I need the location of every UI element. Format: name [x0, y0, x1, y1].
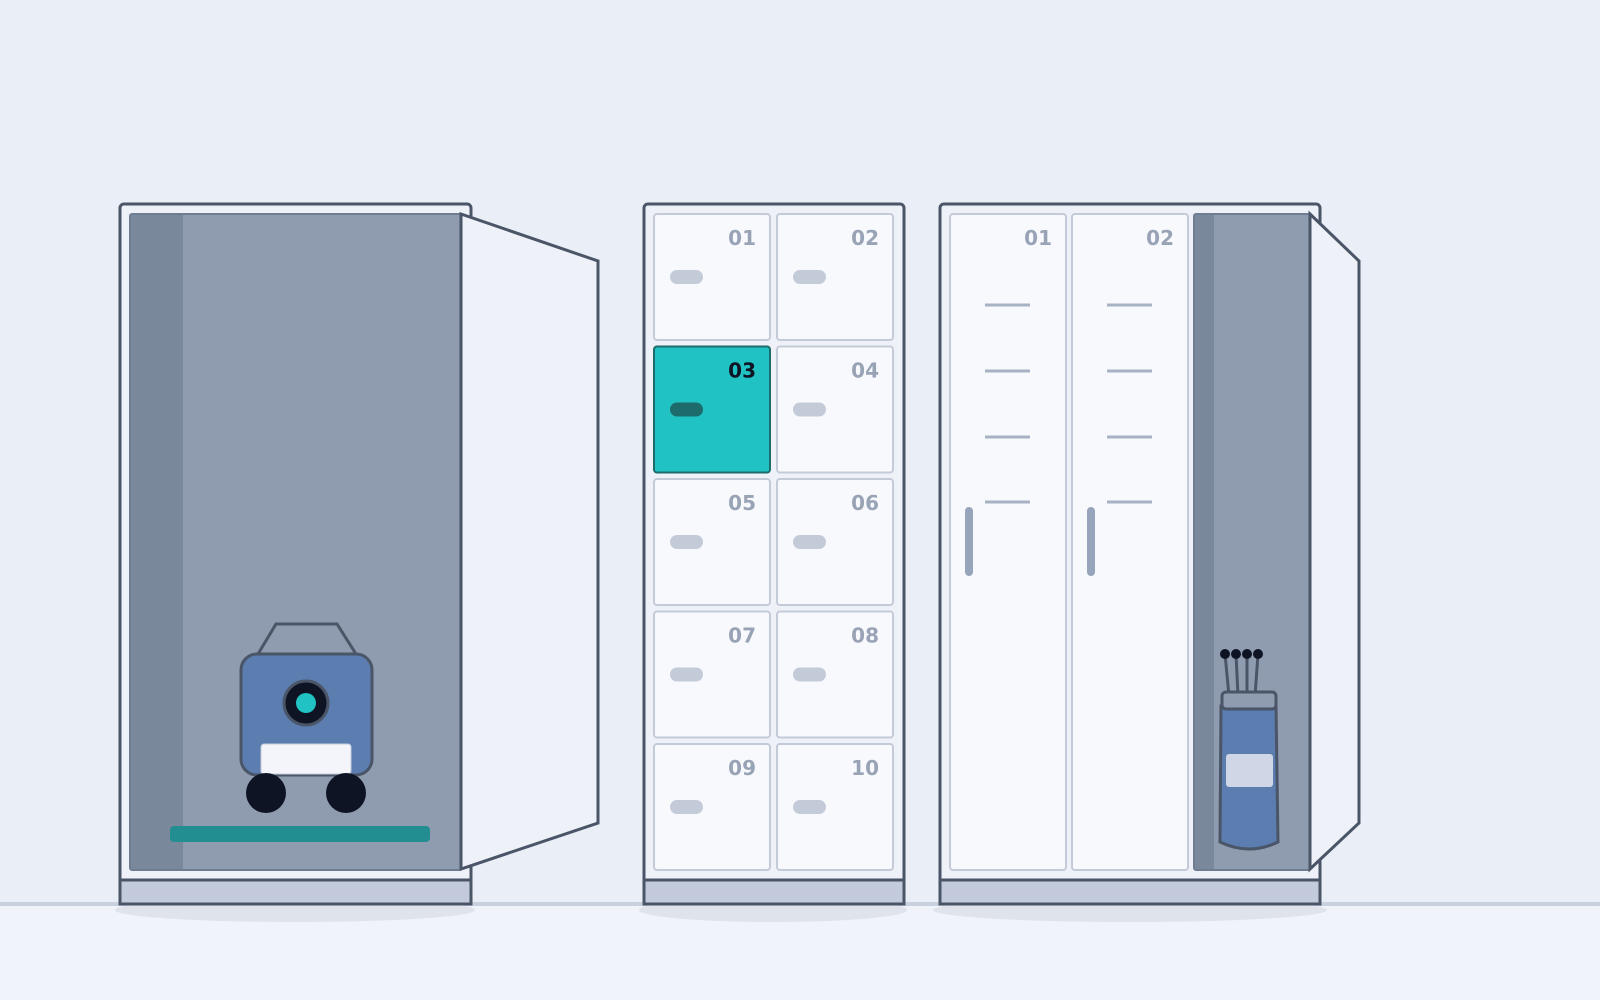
compartment-number: 05 — [728, 491, 756, 515]
compartment-door[interactable] — [653, 213, 771, 341]
storage-door-01[interactable]: 01 — [949, 213, 1067, 871]
compartment-handle[interactable] — [670, 535, 703, 549]
compartment-handle[interactable] — [793, 402, 826, 417]
compartment-number: 06 — [851, 491, 879, 515]
compartment-handle[interactable] — [670, 402, 703, 417]
compartment-04[interactable]: 04 — [776, 345, 894, 474]
cabinet-base — [642, 878, 906, 906]
robot-vacuum-icon — [239, 622, 374, 813]
compartment-handle[interactable] — [670, 800, 703, 814]
compartment-door[interactable] — [776, 478, 894, 606]
door-handle[interactable] — [965, 507, 973, 576]
compartment-door[interactable] — [776, 213, 894, 341]
compartment-02[interactable]: 02 — [776, 213, 894, 341]
compartment-07[interactable]: 07 — [653, 610, 771, 739]
compartment-number: 03 — [728, 359, 756, 383]
compartment-10[interactable]: 10 — [776, 743, 894, 871]
cabinet-base — [118, 878, 473, 906]
compartment-03-selected[interactable]: 03 — [653, 345, 771, 474]
compartment-09[interactable]: 09 — [653, 743, 771, 871]
compartment-door[interactable] — [653, 478, 771, 606]
compartment-number: 08 — [851, 624, 879, 648]
cabinet-base — [938, 878, 1322, 906]
compartment-06[interactable]: 06 — [776, 478, 894, 606]
charging-pad — [170, 826, 430, 842]
compartment-number: 02 — [851, 226, 879, 250]
compartment-08[interactable]: 08 — [776, 610, 894, 739]
compartment-number: 10 — [851, 756, 879, 780]
compartment-05[interactable]: 05 — [653, 478, 771, 606]
compartment-01[interactable]: 01 — [653, 213, 771, 341]
compartment-handle[interactable] — [793, 800, 826, 814]
interior-side-wall — [1195, 215, 1214, 869]
open-door[interactable] — [459, 211, 600, 872]
parcel-locker: 01 02 03 04 05 06 07 08 09 10 — [642, 202, 906, 906]
compartment-door[interactable] — [776, 610, 894, 739]
compartment-door[interactable] — [653, 610, 771, 739]
compartment-handle[interactable] — [670, 270, 703, 284]
open-door[interactable] — [1308, 210, 1361, 873]
storage-door-02[interactable]: 02 — [1071, 213, 1189, 871]
door-number: 02 — [1146, 226, 1174, 250]
compartment-door[interactable] — [776, 743, 894, 871]
robot-cabinet — [118, 202, 600, 906]
compartment-grid: 01 02 03 04 05 06 07 08 09 10 — [653, 213, 894, 871]
compartment-handle[interactable] — [793, 667, 826, 682]
compartment-door[interactable] — [653, 345, 771, 474]
golf-bag-icon — [1218, 649, 1280, 851]
compartment-door[interactable] — [776, 345, 894, 474]
compartment-handle[interactable] — [793, 270, 826, 284]
compartment-number: 09 — [728, 756, 756, 780]
compartment-number: 01 — [728, 226, 756, 250]
interior-side-wall — [131, 215, 183, 869]
storage-locker: 01 02 — [938, 202, 1361, 906]
compartment-handle[interactable] — [670, 667, 703, 682]
door-handle[interactable] — [1087, 507, 1095, 576]
compartment-handle[interactable] — [793, 535, 826, 549]
compartment-number: 07 — [728, 624, 756, 648]
door-number: 01 — [1024, 226, 1052, 250]
compartment-door[interactable] — [653, 743, 771, 871]
compartment-number: 04 — [851, 359, 879, 383]
